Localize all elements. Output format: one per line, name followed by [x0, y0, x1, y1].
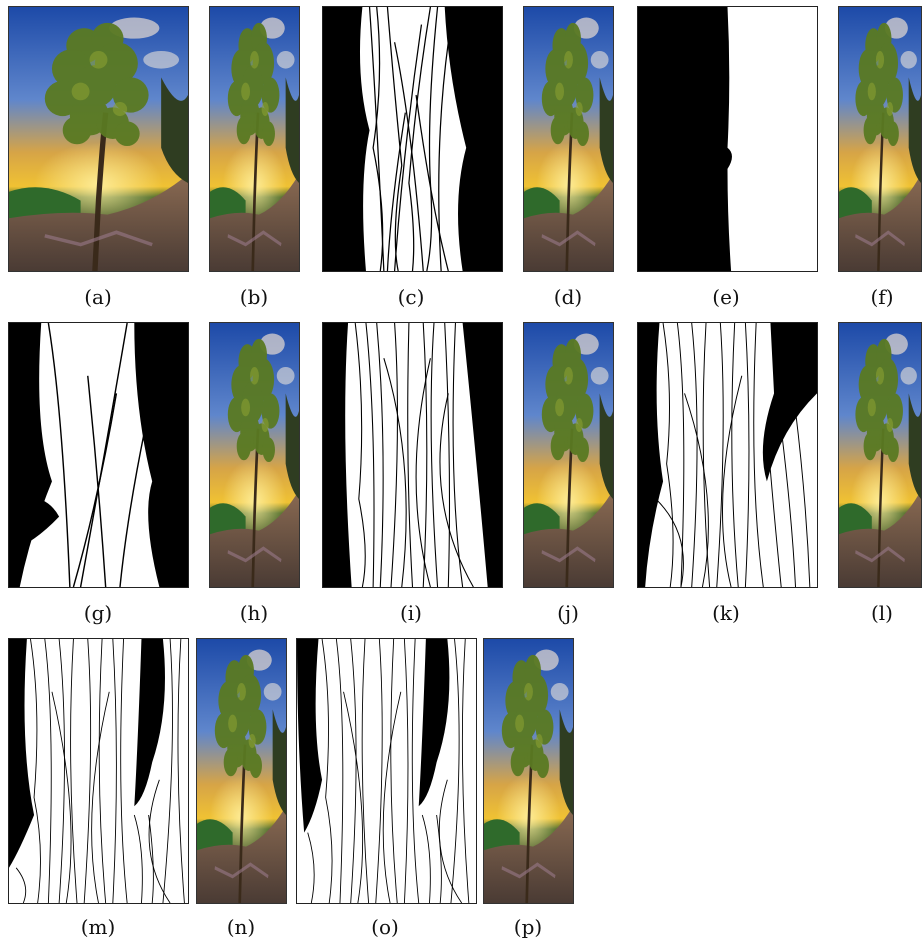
panel-e-seam-map: [637, 6, 818, 272]
panel-m-label: (m): [80, 915, 116, 939]
panel-o-label: (o): [371, 915, 399, 939]
panel-n-image: [196, 638, 287, 904]
panel-i-seam-map: [322, 322, 503, 588]
panel-l-image: [838, 322, 922, 588]
panel-f-image: [838, 6, 922, 272]
panel-k-seam-map: [637, 322, 818, 588]
panel-c-seam-map: [322, 6, 503, 272]
panel-b-label: (b): [239, 285, 269, 309]
panel-m-seam-map: [8, 638, 189, 904]
panel-b-image: [209, 6, 300, 272]
panel-d-label: (d): [553, 285, 583, 309]
panel-o-seam-map: [296, 638, 477, 904]
panel-j-image: [523, 322, 614, 588]
panel-f-label: (f): [870, 285, 894, 309]
panel-l-label: (l): [870, 601, 893, 625]
panel-n-label: (n): [226, 915, 256, 939]
panel-j-label: (j): [557, 601, 579, 625]
panel-c-label: (c): [397, 285, 425, 309]
panel-e-label: (e): [712, 285, 740, 309]
panel-i-label: (i): [399, 601, 422, 625]
panel-a-image: [8, 6, 189, 272]
panel-a-label: (a): [84, 285, 112, 309]
panel-h-label: (h): [239, 601, 269, 625]
panel-p-label: (p): [513, 915, 543, 939]
panel-p-image: [483, 638, 574, 904]
panel-g-seam-map: [8, 322, 189, 588]
panel-k-label: (k): [712, 601, 740, 625]
panel-g-label: (g): [83, 601, 113, 625]
panel-d-image: [523, 6, 614, 272]
panel-h-image: [209, 322, 300, 588]
